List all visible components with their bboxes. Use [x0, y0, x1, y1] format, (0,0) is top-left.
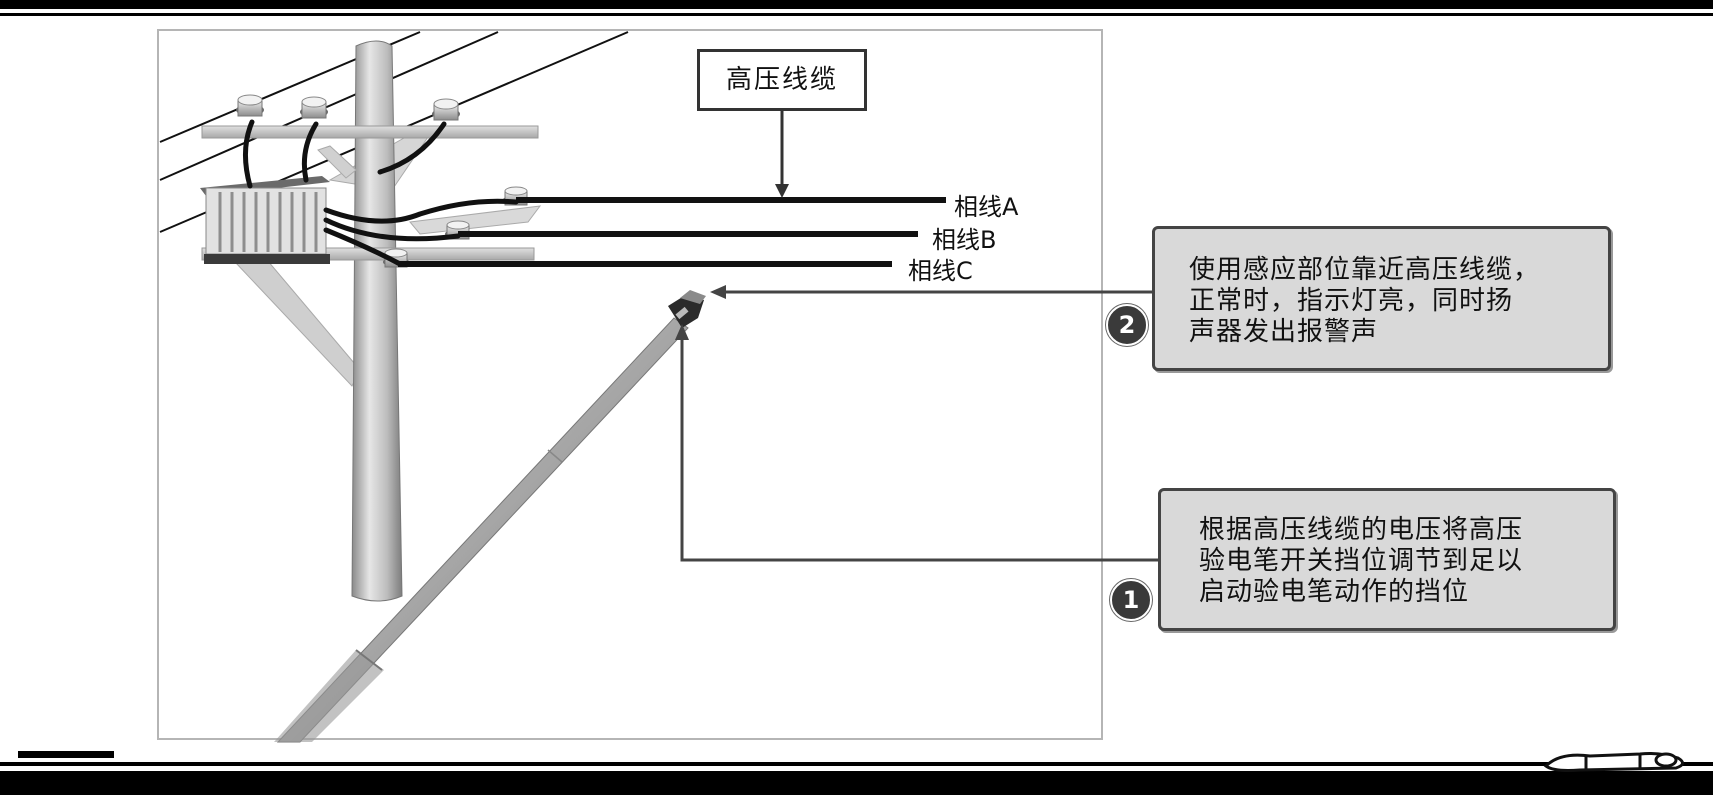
phase-lines: [398, 197, 946, 267]
cross-arm-brace-left: [317, 145, 357, 179]
step-1-badge: 1: [1110, 579, 1152, 621]
cable-arrow-head: [775, 184, 789, 198]
callout-2-line-3: 声器发出报警声: [1189, 317, 1379, 347]
step-2-badge: 2: [1106, 304, 1148, 346]
callout-2-arrow-head: [710, 285, 726, 299]
cross-arm-top: [201, 125, 539, 139]
utility-pole: [351, 40, 403, 602]
callout-1-line-1: 根据高压线缆的电压将高压: [1199, 515, 1524, 545]
bottom-border-thick: [0, 771, 1713, 795]
callout-step-2: 使用感应部位靠近高压线缆， 正常时，指示灯亮，同时扬 声器发出报警声: [1152, 226, 1611, 371]
cable-label: 高压线缆: [697, 49, 867, 111]
callout-1-line: [680, 338, 1158, 562]
top-border-thin: [0, 13, 1713, 16]
transformer: [200, 176, 330, 264]
top-border-thick: [0, 0, 1713, 9]
pen-decoration-icon: [1543, 752, 1684, 772]
phase-label-a: 相线A: [954, 193, 1019, 221]
bottom-border-thin: [0, 762, 1713, 766]
callout-2-line-1: 使用感应部位靠近高压线缆，: [1189, 255, 1541, 285]
callout-step-1: 根据高压线缆的电压将高压 验电笔开关挡位调节到足以 启动验电笔动作的挡位: [1158, 488, 1616, 631]
jumper-wires: [242, 119, 519, 267]
callout-2-line-2: 正常时，指示灯亮，同时扬: [1189, 286, 1514, 316]
callout-1-line-2: 验电笔开关挡位调节到足以: [1199, 546, 1524, 576]
cross-arm-brace-right: [409, 205, 542, 235]
callout-1-line-3: 启动验电笔动作的挡位: [1199, 577, 1470, 607]
phase-label-b: 相线B: [932, 226, 997, 254]
voltage-tester-pen: [274, 290, 706, 743]
callout-1-arrow-head: [675, 324, 689, 340]
phase-label-c: 相线C: [908, 257, 973, 285]
bottom-border-short: [18, 751, 114, 758]
bottom-border-block: [1518, 782, 1713, 795]
